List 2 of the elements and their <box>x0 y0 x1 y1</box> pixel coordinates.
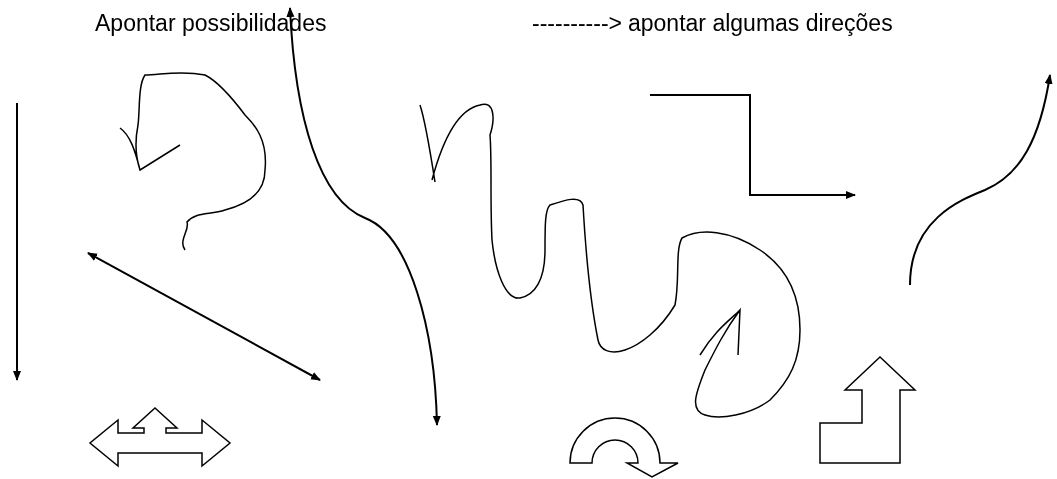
arrow-text: ----------> <box>532 12 623 35</box>
title-text: apontar algumas direções <box>628 12 893 35</box>
